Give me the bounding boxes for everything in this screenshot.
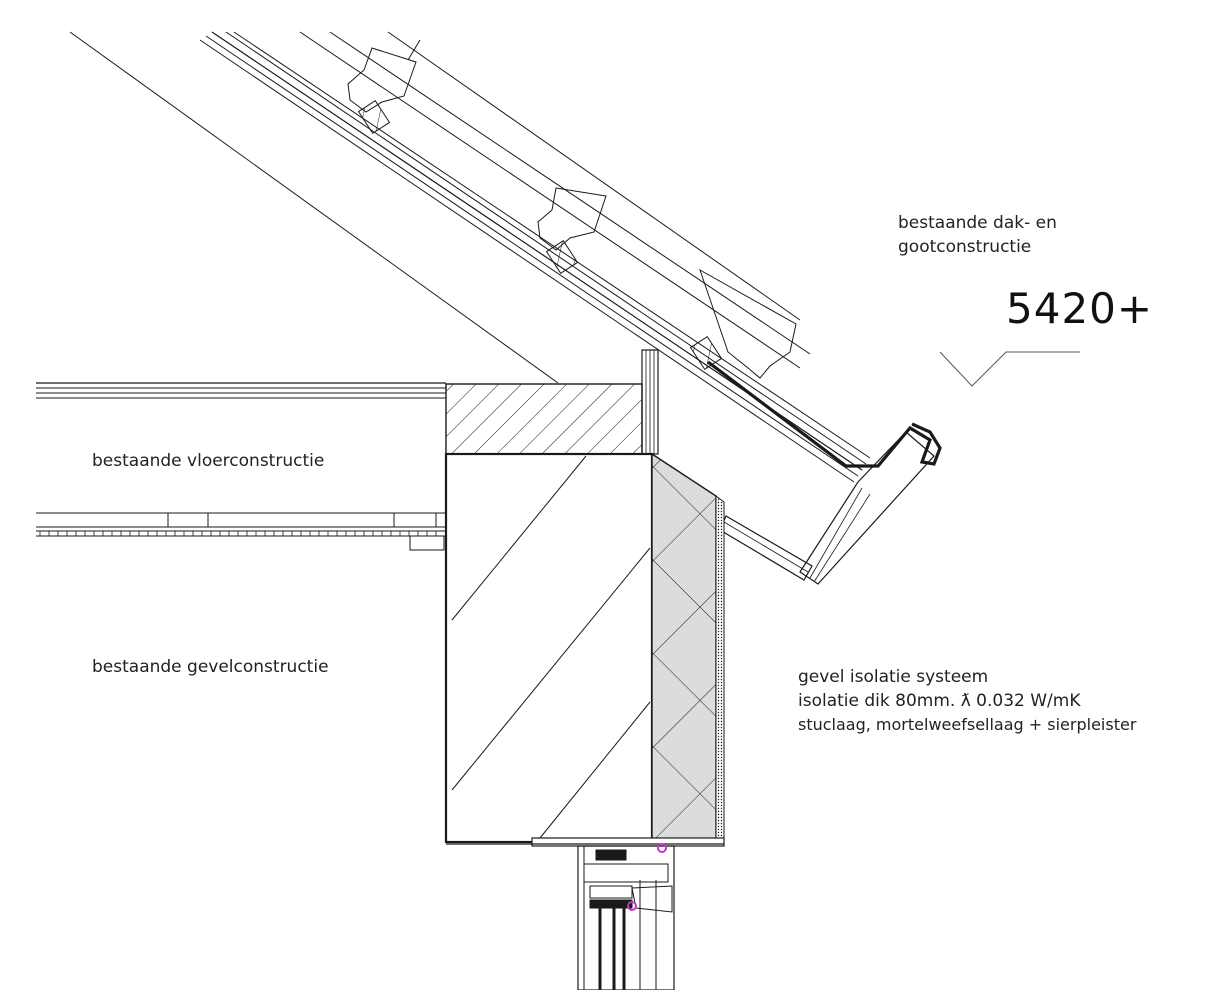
insulation-label-line-1: gevel isolatie systeem	[798, 667, 989, 687]
insulation-label-line-2: isolatie dik 80mm. ƛ 0.032 W/mK	[798, 691, 1081, 711]
roof-label-line-2: gootconstructie	[898, 237, 1032, 257]
floor-construction	[36, 382, 446, 551]
roof-construction	[69, 31, 942, 585]
facade-label: bestaande gevelconstructie	[92, 657, 329, 677]
window-frame	[577, 843, 675, 990]
roof-label-line-1: bestaande dak- en	[898, 213, 1057, 233]
level-value: 5420+	[1006, 284, 1154, 333]
insulation-label-line-3: stuclaag, mortelweefsellaag + sierpleist…	[798, 715, 1137, 734]
facade-wall	[444, 383, 725, 847]
level-marker	[939, 351, 1080, 387]
floor-label: bestaande vloerconstructie	[92, 451, 325, 471]
